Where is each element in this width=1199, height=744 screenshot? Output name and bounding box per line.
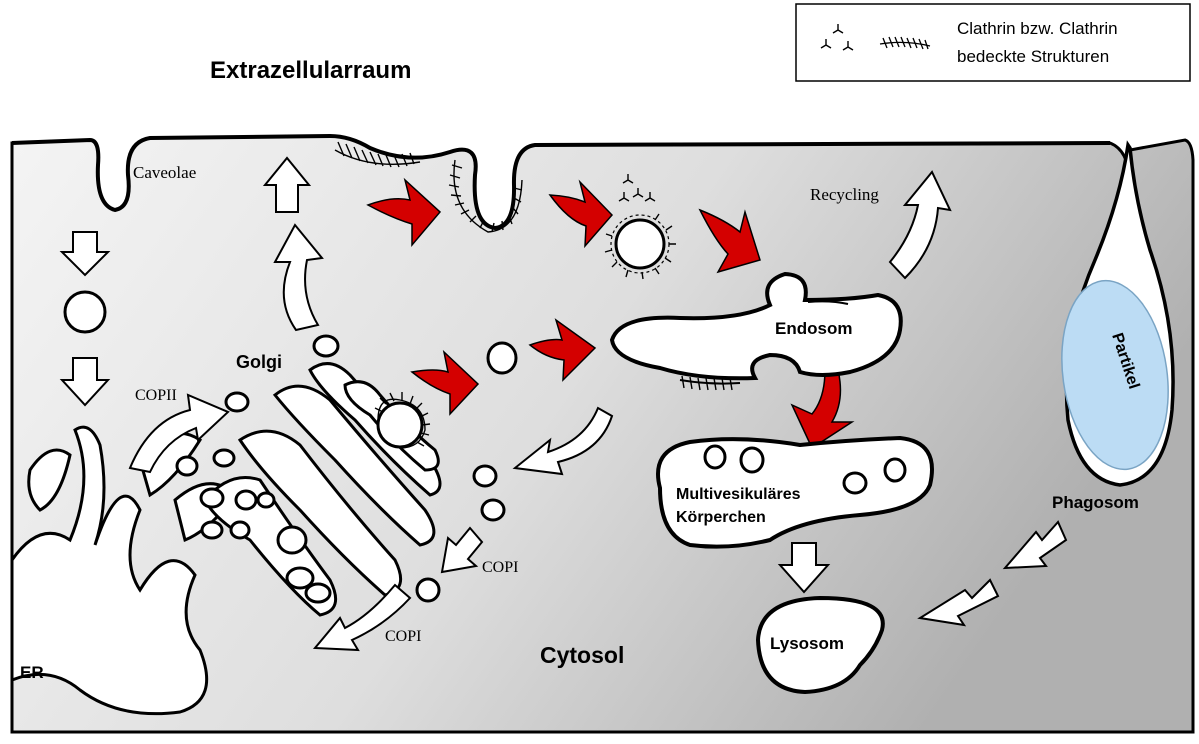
caveolae-label: Caveolae: [133, 163, 196, 182]
er-label: ER: [20, 663, 44, 682]
recycling-label: Recycling: [810, 185, 879, 204]
endosom-label: Endosom: [775, 319, 852, 338]
legend-line-1: Clathrin bzw. Clathrin: [957, 19, 1118, 38]
legend-box: [796, 4, 1190, 81]
legend-line-2: bedeckte Strukturen: [957, 47, 1109, 66]
copi-label-2: COPI: [385, 628, 421, 645]
copi-label-1: COPI: [482, 559, 518, 576]
legend: Clathrin bzw. Clathrin bedeckte Struktur…: [796, 4, 1190, 81]
caveolar-vesicle: [65, 292, 105, 332]
mvb-label-line-1: Multivesikuläres: [676, 486, 801, 503]
lysosom-label: Lysosom: [770, 634, 844, 653]
golgi-label: Golgi: [236, 352, 282, 372]
mvb-label-line-2: Körperchen: [676, 509, 766, 526]
cytosol-label: Cytosol: [540, 642, 624, 668]
copii-label: COPII: [135, 387, 177, 404]
phagosom-label: Phagosom: [1052, 493, 1139, 512]
page-title: Extrazellularraum: [210, 57, 411, 84]
